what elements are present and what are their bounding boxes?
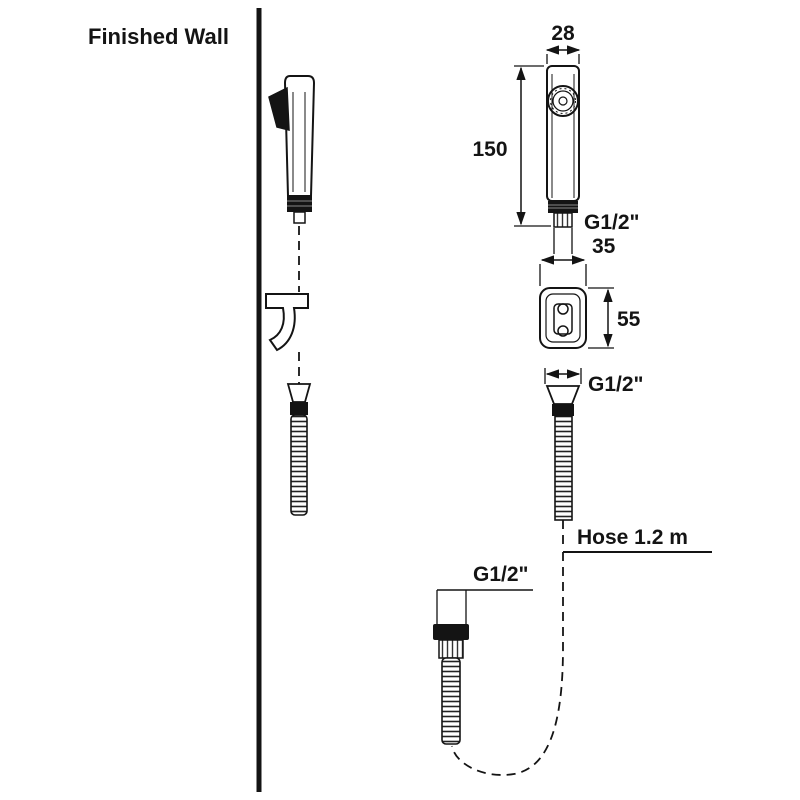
annotation-thread-hose-end: G1/2" xyxy=(436,563,533,624)
dim-35-label: 35 xyxy=(592,235,616,258)
handspray-frontview xyxy=(546,65,580,228)
outlet-thread xyxy=(553,212,573,228)
wall-bracket-frontview xyxy=(539,287,587,349)
finished-wall-label: Finished Wall xyxy=(88,24,229,49)
annotation-thread-outlet: G1/2" xyxy=(584,211,639,234)
dimension-bracket-width: 35 xyxy=(539,228,616,286)
fitting-cap xyxy=(433,624,469,640)
annotation-hose-length: Hose 1.2 m xyxy=(563,526,712,553)
wall-bracket-sideview xyxy=(265,293,309,352)
finished-wall: Finished Wall xyxy=(88,8,262,792)
hose-sideview xyxy=(286,383,312,516)
g12-hose-end-label: G1/2" xyxy=(473,563,528,586)
hose-length-label: Hose 1.2 m xyxy=(577,526,688,549)
hose-end-fitting xyxy=(433,624,469,745)
installed-sideview xyxy=(265,75,316,516)
dimension-head-length: 150 xyxy=(472,65,551,227)
g12-outlet-label: G1/2" xyxy=(584,211,639,234)
dimension-head-width: 28 xyxy=(545,22,581,64)
spray-face xyxy=(547,85,579,117)
hose-end-coil xyxy=(441,657,461,745)
hose-upper-frontview xyxy=(545,385,581,550)
dim-150-label: 150 xyxy=(472,138,507,161)
dim-55-label: 55 xyxy=(617,308,641,331)
fitting-thread xyxy=(438,639,464,659)
hose-loop-centerline xyxy=(451,552,564,776)
handspray-sideview xyxy=(268,75,316,224)
g12-hose-top-label: G1/2" xyxy=(588,373,643,396)
dim-28-label: 28 xyxy=(551,22,575,45)
annotation-thread-hose-top: G1/2" xyxy=(544,368,643,396)
dimension-bracket-height: 55 xyxy=(588,287,641,349)
hose-cone-fitting xyxy=(545,385,581,405)
spray-nozzle xyxy=(268,86,290,131)
